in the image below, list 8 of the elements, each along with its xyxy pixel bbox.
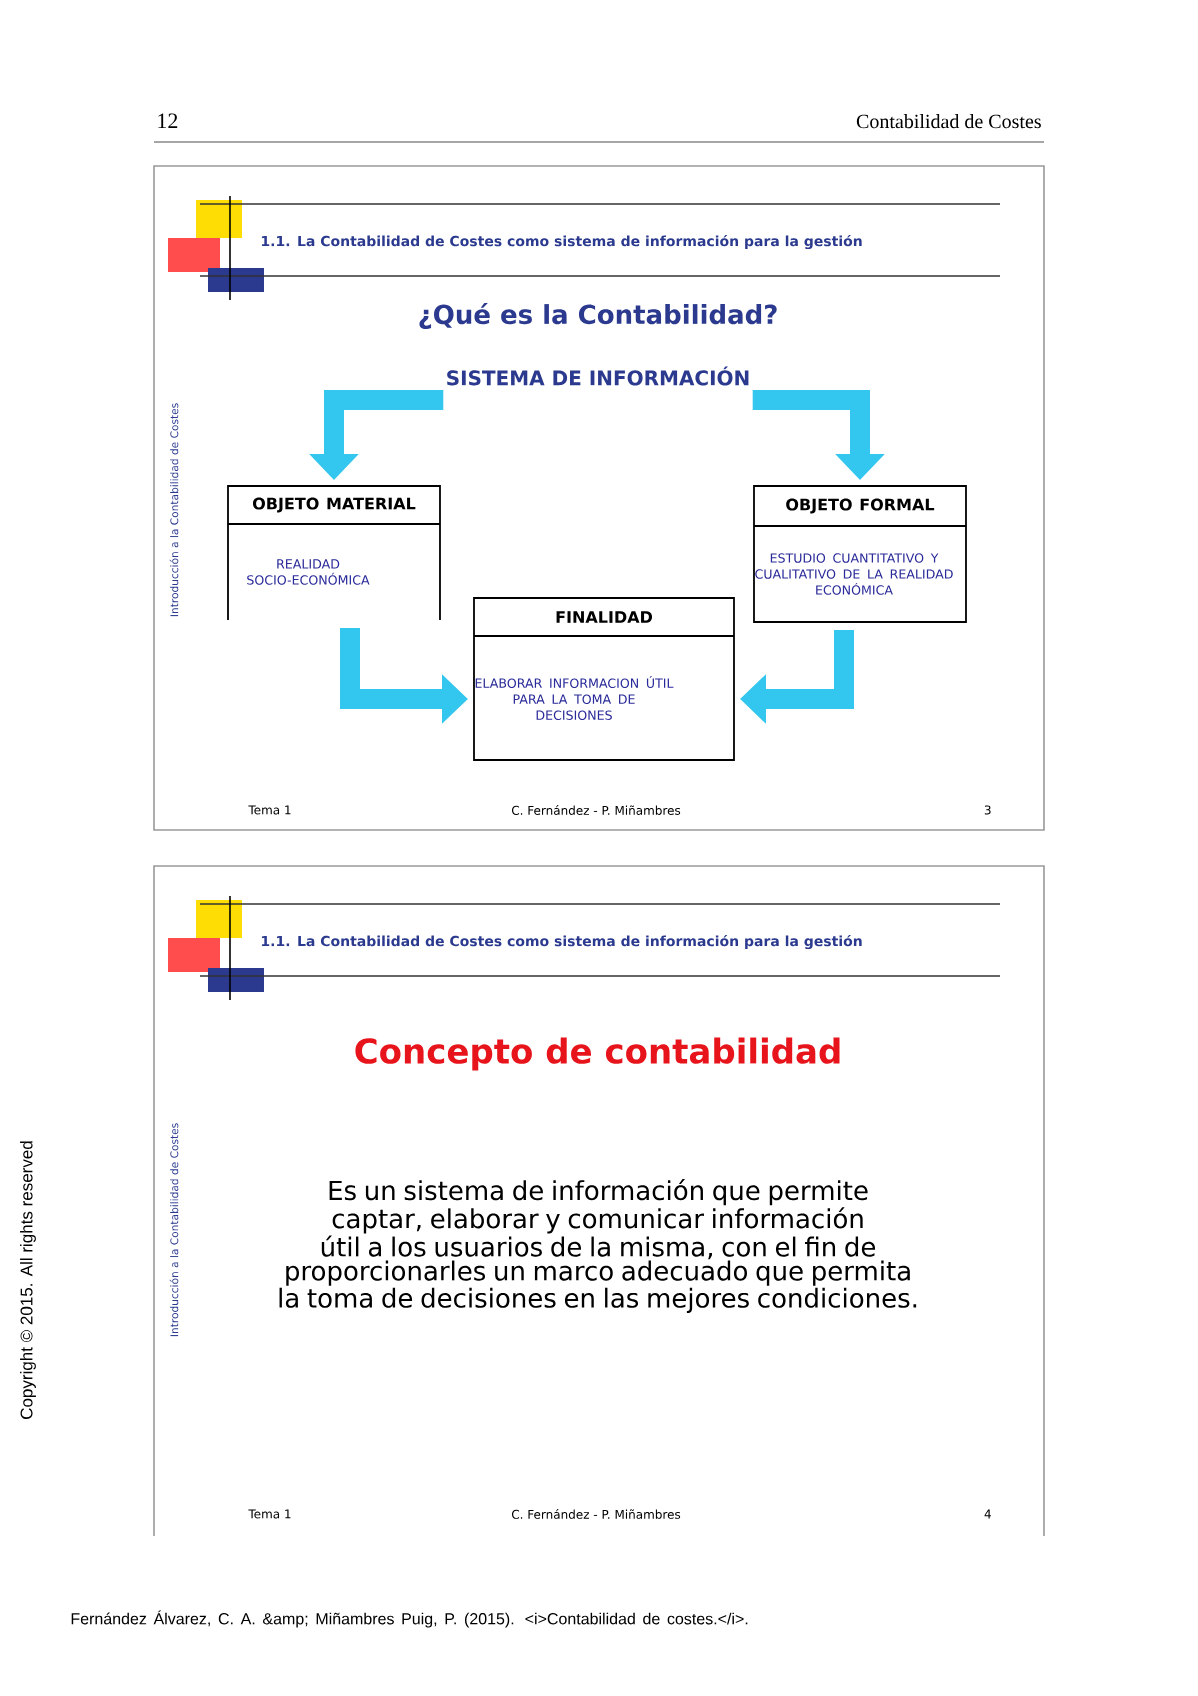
copyright-notice: Copyright © 2015. All rights reserved: [20, 1141, 36, 1419]
page-number: 12: [158, 113, 178, 128]
citation: Fernández Álvarez, C. A. &amp; Miñambres Puig, P. (2015). <i>Contabilidad de costes.</i>.: [71, 1610, 748, 1628]
slide-title: Concepto de contabilidad: [355, 1037, 840, 1071]
heading-text: SISTEMA DE INFORMACIÓN: [447, 366, 749, 386]
slide-title: ¿Qué es la Contabilidad?: [419, 303, 777, 329]
running-header: Contabilidad de Costes: [856, 114, 1041, 129]
paragraph: Es un sistema de información que permite captar, elaborar y comunicar información útil a los usuarios de la misma, con el fin de proporcionarles un marco adecuado que permita la toma de decisiones en las mejores condiciones.: [279, 1179, 917, 1313]
